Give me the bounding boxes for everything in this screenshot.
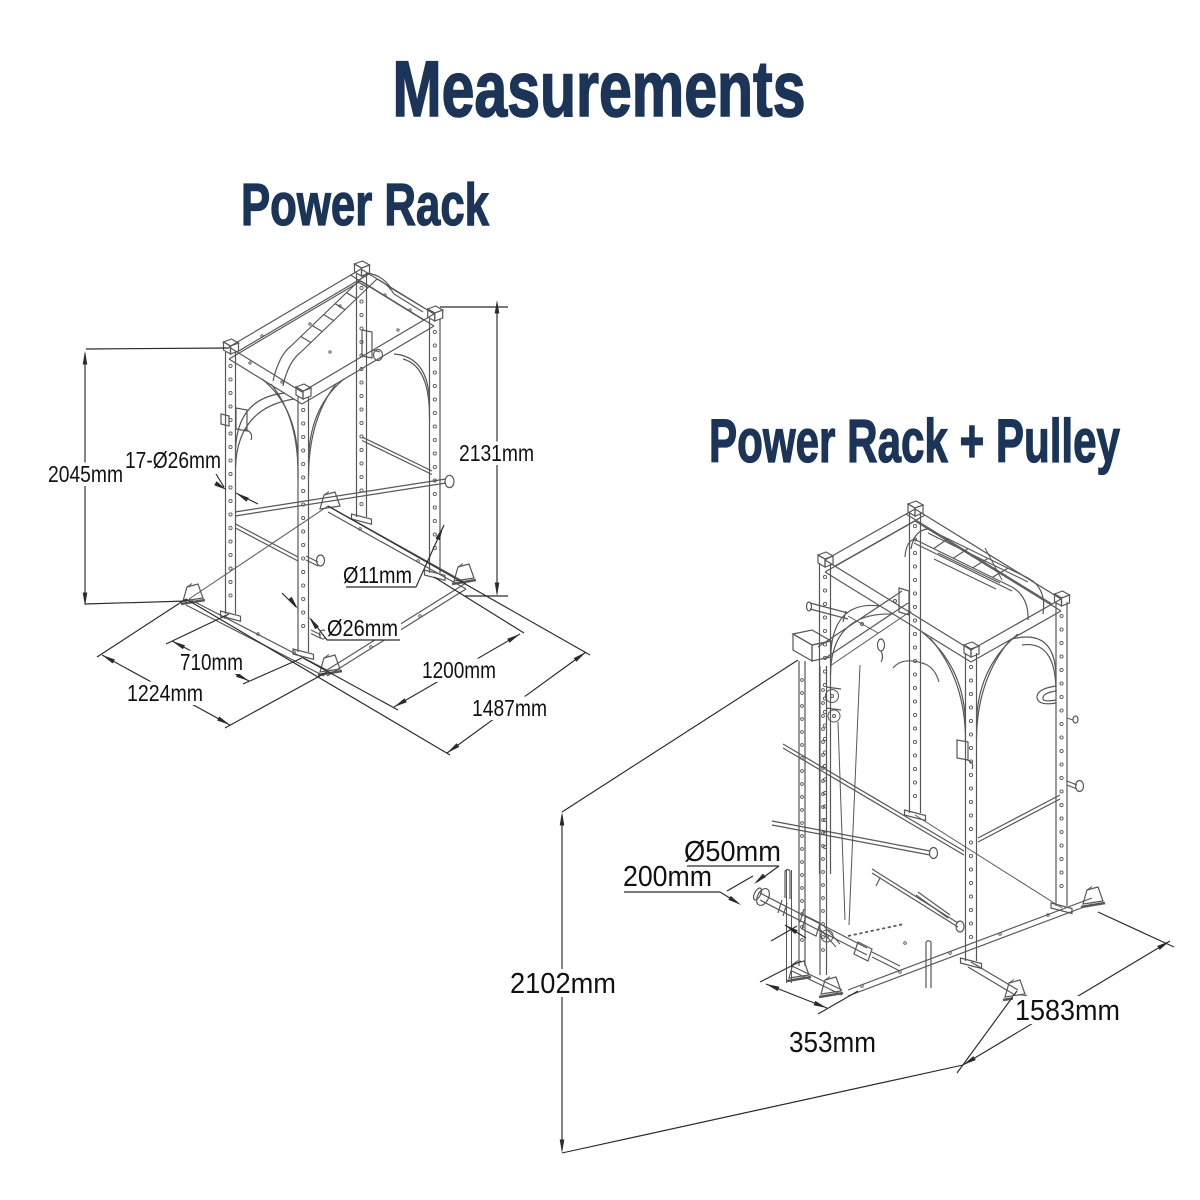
svg-text:710mm: 710mm [180,649,243,675]
svg-text:1200mm: 1200mm [422,657,496,683]
svg-text:Ø26mm: Ø26mm [327,615,398,641]
svg-text:2102mm: 2102mm [510,968,616,1000]
svg-text:Measurements: Measurements [393,44,806,133]
svg-text:Ø50mm: Ø50mm [684,836,781,868]
svg-text:1487mm: 1487mm [472,695,547,721]
svg-text:17-Ø26mm: 17-Ø26mm [125,447,221,473]
svg-text:353mm: 353mm [789,1027,876,1059]
svg-text:Power Rack: Power Rack [241,172,489,238]
svg-text:2131mm: 2131mm [459,440,534,466]
svg-text:1224mm: 1224mm [127,680,203,706]
svg-text:Power Rack + Pulley: Power Rack + Pulley [709,407,1120,475]
svg-text:2045mm: 2045mm [48,461,123,487]
svg-text:Ø11mm: Ø11mm [343,562,412,588]
svg-text:1583mm: 1583mm [1015,995,1120,1027]
